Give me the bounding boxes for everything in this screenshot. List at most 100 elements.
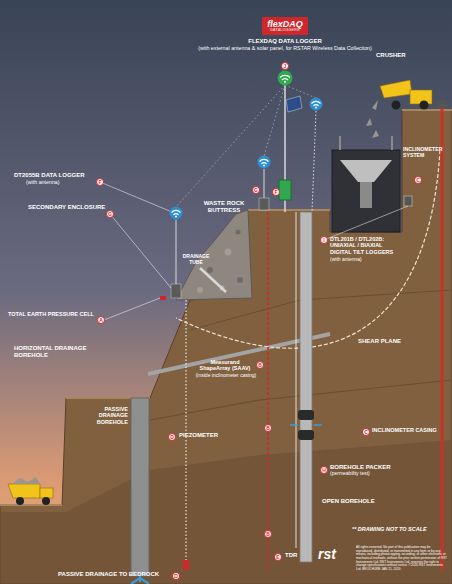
callout-circle: J <box>281 62 289 70</box>
callout-letter: F <box>98 180 101 185</box>
callout-circle: C <box>414 176 422 184</box>
shapearray-line <box>267 212 269 570</box>
component-label: TOTAL EARTH PRESSURE CELL <box>8 311 100 317</box>
callout-letter: G <box>108 212 112 217</box>
signal-line <box>312 111 316 212</box>
rock-load <box>12 477 40 484</box>
callout-circle: G <box>252 186 260 194</box>
component-note: (inside inclinometer casing) <box>188 373 264 379</box>
wifi-disc <box>278 71 293 86</box>
component-label: TDR <box>285 552 309 559</box>
wifi-icon <box>310 98 323 111</box>
callout-circle: A <box>97 316 105 324</box>
component-label: PASSIVE DRAINAGE BOREHOLE <box>90 406 128 425</box>
logo-tagline: DATALOGGERS <box>270 29 299 33</box>
leader-line <box>100 182 172 212</box>
antenna-pole <box>176 220 177 284</box>
callout-circle: I <box>320 236 328 244</box>
dump-bed <box>380 80 412 98</box>
callout-letter: G <box>254 188 258 193</box>
rock <box>236 230 241 235</box>
drainage-tube <box>200 268 226 292</box>
callout-letter: A <box>99 318 103 323</box>
wheel <box>16 497 24 505</box>
crusher-stack <box>340 136 392 150</box>
callout-circle: F <box>272 188 280 196</box>
inclinometer-casing <box>441 108 444 570</box>
callout-circle: F <box>96 178 104 186</box>
structure-label: WASTE ROCK BUTTRESS <box>198 200 250 214</box>
open-borehole <box>300 212 312 562</box>
component-note: (with antenna) <box>330 257 402 263</box>
component-label: PIEZOMETER <box>179 432 229 439</box>
component-label: SECONDARY ENCLOSURE <box>28 204 128 211</box>
callout-circle: D <box>168 433 176 441</box>
rock <box>225 249 232 256</box>
brand-logo: flexDAQDATALOGGERS <box>262 17 308 35</box>
scale-note: ** DRAWING NOT TO SCALE <box>352 526 450 532</box>
wheel <box>420 101 429 110</box>
terrain <box>0 110 452 584</box>
wifi-disc <box>170 207 183 220</box>
callout-circle: B <box>264 530 272 538</box>
road-surface <box>0 504 62 506</box>
data-logger-box <box>279 180 291 200</box>
wifi-dot <box>175 215 177 217</box>
wifi-icon <box>258 156 271 169</box>
component-label: INCLINOMETER CASING <box>372 427 446 433</box>
wifi-dot <box>263 164 265 166</box>
crusher-chute <box>360 182 372 208</box>
deep-strata <box>0 440 452 584</box>
wifi-arcs <box>312 101 321 105</box>
piezometer-sensor <box>183 560 189 570</box>
logger-box <box>259 198 269 210</box>
rock <box>207 267 213 273</box>
wifi-dot <box>284 81 286 83</box>
callout-letter: E <box>276 555 279 560</box>
structure-label: CRUSHER <box>376 52 426 59</box>
copyright-note: All rights reserved. No part of this pub… <box>356 546 448 572</box>
component-label: Measurand ShapeArray (SAAV) <box>195 359 255 372</box>
component-label: INCLINOMETER SYSTEM <box>403 147 443 159</box>
callout-letter: F <box>274 190 277 195</box>
bench-surface <box>402 109 452 111</box>
wifi-dot <box>315 106 317 108</box>
inclinometer-head <box>437 100 447 108</box>
wifi-icon <box>278 71 293 86</box>
crusher-hopper <box>340 160 392 182</box>
rock-buttress <box>176 210 252 300</box>
callout-letter: B <box>266 532 270 537</box>
leader-line <box>110 214 171 288</box>
structure-label: SHEAR PLANE <box>358 338 420 345</box>
solar-panel <box>286 96 302 112</box>
rock <box>237 277 243 283</box>
pressure-cell <box>160 296 166 300</box>
packer <box>298 430 314 440</box>
callout-letter: D <box>174 574 178 579</box>
logo-wordmark: flexDAQ <box>267 20 303 29</box>
component-label: PASSIVE DRAINAGE TO BEDROCK <box>58 571 174 578</box>
callout-letter: I <box>323 238 324 243</box>
wireless-link <box>176 85 316 207</box>
wifi-arcs <box>172 210 181 214</box>
callout-circle: H <box>320 466 328 474</box>
passive-borehole <box>131 398 149 576</box>
callout-letter: D <box>170 435 174 440</box>
antenna-pole <box>264 169 265 198</box>
component-note: (with antenna) <box>26 179 106 185</box>
wifi-arcs <box>280 75 290 80</box>
component-label: BOREHOLE PACKER <box>330 464 420 471</box>
component-label: DT2055B DATA LOGGER <box>14 172 124 179</box>
callout-letter: J <box>284 64 287 69</box>
component-label: DTL201B / DTL202B: UNIAXIAL / BIAXIAL DI… <box>330 236 402 255</box>
tdr-cable <box>296 212 297 548</box>
dump-bed <box>8 484 40 498</box>
callout-letter: B <box>266 426 270 431</box>
crusher-building <box>332 150 400 232</box>
truck-cab <box>40 488 53 498</box>
wifi-disc <box>258 156 271 169</box>
component-label: FLEXDAQ DATA LOGGER <box>195 38 375 45</box>
callout-letter: B <box>258 363 262 368</box>
component-note: (with external antenna & solar panel, fo… <box>195 45 375 51</box>
